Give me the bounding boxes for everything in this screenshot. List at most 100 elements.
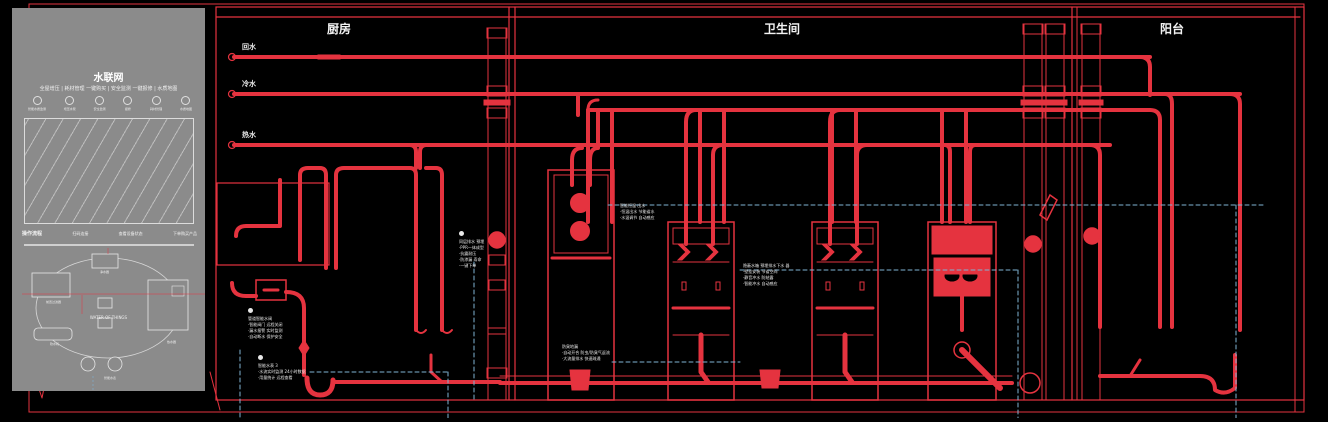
- riser-trap-icon: [1019, 372, 1041, 394]
- annotation-concealed-cistern: 隐蔽水箱 预埋排水下水 器 ·壁挂安装 节省空间 ·静音冲水 防结露 ·智能冲水…: [743, 263, 790, 286]
- toilet-frame-1-supply-b: [711, 143, 725, 246]
- toilet-frame-2-header: [816, 227, 874, 245]
- bathroom-riser-1-fitting: [1022, 23, 1044, 35]
- bathroom-riser-2-fitting: [1044, 23, 1066, 35]
- leak-icon: [95, 96, 105, 105]
- riser-fitting: [488, 254, 506, 266]
- kitchen-meter-icon: [298, 339, 310, 357]
- balcony-riser-collar: [1078, 99, 1104, 106]
- bathroom-riser-1-fitting-3: [1022, 107, 1044, 119]
- drawing-frame: [215, 6, 1305, 401]
- shower-diverter-icon: [570, 221, 590, 241]
- line-label-hot: 热水: [242, 131, 256, 139]
- kitchen-trap: [304, 375, 336, 398]
- annotation-riser: 同层排水 预埋 ·PPR一体成型 ·抗震耐压 ·防渗漏 寿命 ·一键下单: [459, 231, 484, 269]
- toilet-frame-2-valve-icon-2: [848, 243, 863, 261]
- consumables-icon: [151, 96, 161, 105]
- panel-divider: [24, 244, 194, 246]
- floor-drain-icon-2: [759, 369, 781, 389]
- cycle-node-label: 软水机: [50, 342, 60, 346]
- feature-item: 智能水质监测: [28, 96, 46, 111]
- pipe-kitchen-valve-in: [230, 281, 258, 298]
- pipe-kitchen-branch-a: [298, 166, 328, 270]
- annotation-marker-icon: [248, 308, 253, 313]
- pipe-kitchen-branch-c: [418, 143, 444, 332]
- annotation-shower: 智能恒温 出水 ·恒温出水 节能省水 ·水温调节 自动感应: [620, 203, 655, 220]
- pipe-kitchen-valve-out: [284, 290, 306, 377]
- balcony-riser-fitting-2: [1080, 85, 1102, 97]
- repair-icon: [123, 96, 133, 105]
- annotation-floor-drain: 防臭地漏 ·自动开合 防虫/防臭气返流 ·大流量排水 快速疏通: [562, 344, 610, 361]
- pipe-secondary-cold-drop: [1148, 108, 1162, 329]
- step-item: 查看设备状态: [118, 230, 143, 236]
- toilet-frame-1-header: [672, 227, 730, 245]
- feature-item: 安全监测: [94, 96, 106, 111]
- toilet-frame-2-waste-pipe: [842, 332, 855, 385]
- annotation-marker-icon: [258, 355, 263, 360]
- bathroom-riser-1-collar: [1020, 99, 1046, 106]
- cycle-center-label: WATER OF THINGS: [89, 315, 128, 320]
- room-title-balcony: 阳台: [1159, 22, 1185, 36]
- panel-screen-placeholder: [24, 118, 194, 224]
- riser-cleanout-icon-2: [1024, 235, 1042, 253]
- kitchen-riser: [487, 27, 507, 401]
- floor-drain-icon: [569, 369, 591, 391]
- room-title-kitchen: 厨房: [326, 22, 352, 36]
- step-item: 下单购买产品: [173, 230, 197, 236]
- steps-heading: 操作流程: [22, 231, 43, 237]
- feature-item: 增压水泵: [64, 96, 76, 111]
- toilet-frame-2-supply-b: [855, 143, 869, 246]
- toilet-frame-1-supply-a: [684, 108, 698, 246]
- toilet-frame-1-bracket-2: [715, 281, 721, 291]
- riser-cleanout-icon: [488, 231, 506, 249]
- pump-icon: [65, 96, 75, 105]
- panel-subtitle: 全屋增压 | 耗材管理 一键购买 | 安全监测 一键报修 | 水质地图: [39, 86, 178, 92]
- riser-fitting: [486, 85, 508, 97]
- toilet-frame-1-bracket: [681, 281, 687, 291]
- bathroom-riser-2-fitting-3: [1044, 107, 1066, 119]
- pipe-kitchen-faucet: [234, 178, 282, 238]
- cistern-window: [943, 257, 981, 275]
- toilet-frame-2-bracket: [825, 281, 831, 291]
- annotation-kitchen-valve: 管道智能水阀 ·智能阀门 远程关闭 ·漏水报警 实时监测 ·自动断水 保护安全: [248, 308, 283, 340]
- panel-steps: 操作流程 扫码连接 查看设备状态 下单购买产品: [22, 230, 197, 238]
- concealed-cistern: [927, 221, 997, 401]
- bathroom-riser-1-fitting-2: [1022, 85, 1044, 97]
- riser-fitting: [486, 107, 508, 119]
- toilet-frame-2-valve-icon: [820, 243, 835, 261]
- balcony-drain-branch: [1128, 358, 1142, 378]
- bathroom-riser-1: [1023, 23, 1043, 401]
- shower-panel-upper: [553, 174, 609, 254]
- pipe-coupling-return: [317, 54, 341, 60]
- pipe-end-return-icon: [227, 52, 237, 62]
- toilet-frame-1-valve-icon: [676, 243, 691, 261]
- annotation-kitchen-meter: 智能水表 3 ·水流实时监测 24小时数据 ·用量统计 远程查看: [258, 355, 306, 381]
- line-label-cold: 冷水: [242, 80, 256, 88]
- bathroom-riser-2-fitting-2: [1044, 85, 1066, 97]
- shower-panel: [547, 169, 615, 401]
- riser-collar: [487, 327, 507, 335]
- pipe-cistern-supply: [943, 143, 977, 224]
- outer-frame: [28, 3, 1305, 413]
- pipe-cold-balcony-drop: [1163, 92, 1174, 329]
- kitchen-cabinet: [216, 182, 330, 266]
- device-cycle: [22, 248, 205, 391]
- balcony-riser: [1081, 23, 1101, 401]
- pipe-shower-supply: [570, 108, 600, 187]
- toilet-frame-2-bracket-2: [859, 281, 865, 291]
- balcony-riser-fitting-3: [1080, 107, 1102, 119]
- balcony-riser-fitting: [1080, 23, 1102, 35]
- cistern-top: [931, 225, 993, 255]
- riser-branch-icon: [1039, 193, 1058, 222]
- annotation-marker-icon: [459, 231, 464, 236]
- map-icon: [181, 96, 191, 105]
- toilet-frame-1-valve-icon-2: [704, 243, 719, 261]
- pipe-kitchen-branch-b: [334, 166, 418, 332]
- panel-title: 水联网: [93, 73, 124, 84]
- water-iot-panel: 水联网 全屋增压 | 耗材管理 一键购买 | 安全监测 一键报修 | 水质地图 …: [12, 8, 205, 391]
- feature-item: 报修: [123, 96, 133, 111]
- pipe-bathroom-corner: [586, 98, 600, 112]
- feature-item: 耗材管理: [150, 96, 162, 111]
